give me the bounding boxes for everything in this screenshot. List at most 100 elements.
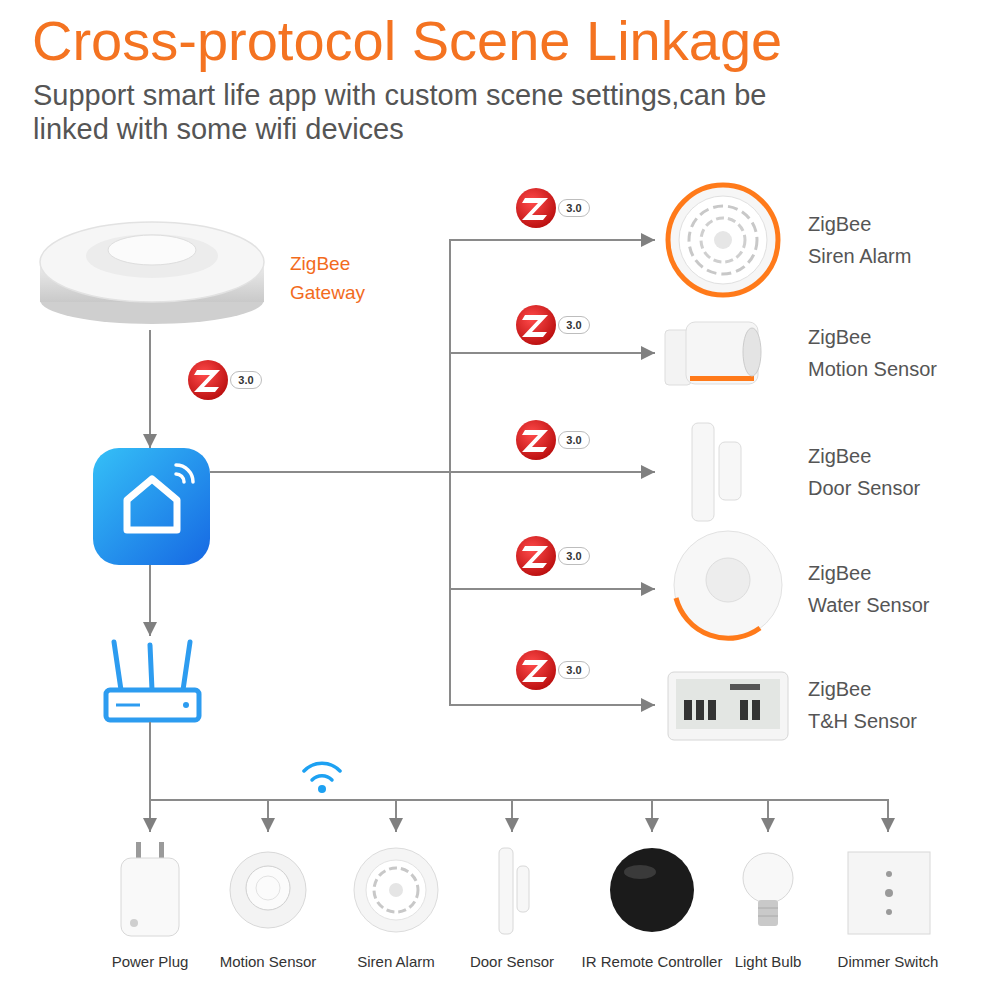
th-sensor-illustration bbox=[668, 672, 788, 740]
motion-illustration bbox=[256, 876, 280, 900]
device-label: Light Bulb bbox=[735, 952, 802, 972]
zigbee-device-node: ZigBee Water Sensor bbox=[655, 531, 955, 647]
device-label-line: ZigBee bbox=[808, 321, 937, 353]
app-icon bbox=[93, 448, 210, 565]
water-sensor-illustration bbox=[674, 531, 782, 639]
gateway-illustration bbox=[108, 235, 196, 265]
device-label-line: ZigBee bbox=[808, 208, 911, 240]
water-sensor-illustration bbox=[706, 558, 750, 602]
motion-illustration bbox=[230, 852, 306, 928]
siren-illustration bbox=[701, 218, 745, 262]
device-label-line: Siren Alarm bbox=[808, 245, 911, 267]
siren-illustration bbox=[679, 196, 767, 284]
connector-arrow bbox=[210, 472, 655, 589]
connector-arrow bbox=[149, 565, 151, 636]
dimmer-illustration bbox=[886, 909, 892, 915]
app-icon bbox=[176, 465, 193, 482]
gateway-illustration bbox=[86, 234, 218, 278]
zigbee-badge bbox=[516, 305, 556, 345]
protocol-version-label: 3.0 bbox=[558, 431, 590, 449]
app-icon bbox=[93, 448, 210, 565]
device-label: ZigBee Water Sensor bbox=[808, 557, 930, 621]
dimmer-illustration bbox=[848, 852, 930, 934]
device-label: Dimmer Switch bbox=[838, 952, 939, 972]
connector-arrow bbox=[150, 722, 888, 832]
zigbee-device-node: ZigBee Door Sensor bbox=[655, 414, 955, 530]
protocol-version-label: 3.0 bbox=[558, 316, 590, 334]
device-label: IR Remote Controller bbox=[582, 952, 723, 972]
wifi-device-node: Dimmer Switch bbox=[834, 832, 943, 972]
router-icon bbox=[106, 642, 199, 720]
bulb-illustration bbox=[743, 853, 793, 903]
zigbee-badge bbox=[522, 546, 548, 568]
device-label: Motion Sensor bbox=[220, 952, 317, 972]
zigbee-badge bbox=[522, 198, 548, 220]
router-icon bbox=[114, 642, 121, 690]
device-label-line: ZigBee bbox=[808, 557, 930, 589]
device-label: Power Plug bbox=[112, 952, 189, 972]
connector-arrow bbox=[150, 722, 768, 832]
th-sensor-illustration bbox=[684, 700, 692, 720]
router-icon bbox=[150, 645, 152, 690]
gateway-illustration bbox=[40, 222, 264, 324]
zigbee-badge bbox=[516, 188, 556, 228]
plug-illustration bbox=[130, 919, 138, 927]
door-sensor-illustration bbox=[692, 423, 741, 521]
protocol-version-label: 3.0 bbox=[558, 547, 590, 565]
wifi-symbol bbox=[312, 776, 332, 780]
water-sensor-illustration bbox=[676, 598, 760, 638]
device-label-line: ZigBee bbox=[808, 673, 917, 705]
gateway-node: ZigBee Gateway bbox=[40, 200, 375, 330]
door-illustration bbox=[499, 848, 513, 934]
siren-illustration bbox=[366, 860, 426, 920]
connector-arrow bbox=[210, 472, 655, 705]
zigbee-badge bbox=[516, 650, 556, 690]
device-label-line: Door Sensor bbox=[808, 477, 920, 499]
device-label: ZigBee Motion Sensor bbox=[808, 321, 937, 385]
zigbee-device-node: ZigBee T&H Sensor bbox=[655, 647, 955, 763]
router-icon bbox=[183, 642, 190, 690]
device-label: ZigBee T&H Sensor bbox=[808, 673, 917, 737]
zigbee-badge bbox=[516, 536, 556, 576]
th-sensor-illustration bbox=[708, 700, 716, 720]
door-illustration bbox=[517, 866, 529, 912]
connector-arrow bbox=[210, 353, 655, 472]
dimmer-illustration bbox=[885, 889, 893, 897]
siren-illustration bbox=[389, 883, 403, 897]
zigbee-badge bbox=[516, 420, 556, 460]
wifi-symbol bbox=[318, 785, 326, 793]
th-sensor-illustration bbox=[668, 672, 788, 740]
siren-illustration bbox=[668, 185, 778, 295]
dimmer-illustration bbox=[848, 852, 930, 934]
zigbee-badge bbox=[516, 536, 556, 576]
connector-arrow bbox=[150, 722, 268, 832]
app-node bbox=[93, 448, 210, 565]
door-sensor-illustration bbox=[692, 423, 714, 521]
door-illustration bbox=[499, 848, 529, 934]
router-icon bbox=[106, 690, 199, 720]
device-label-line: T&H Sensor bbox=[808, 710, 917, 732]
device-label: ZigBee Siren Alarm bbox=[808, 208, 911, 272]
th-sensor-illustration bbox=[752, 700, 760, 720]
connector-arrow bbox=[150, 722, 652, 832]
app-icon bbox=[127, 479, 177, 530]
app-icon bbox=[176, 474, 184, 482]
siren-illustration bbox=[668, 185, 778, 295]
motion-sensor-illustration bbox=[743, 328, 761, 376]
device-label: Siren Alarm bbox=[357, 952, 435, 972]
zigbee-badge bbox=[194, 370, 220, 392]
connector-arrow bbox=[210, 240, 655, 472]
zigbee-badge bbox=[516, 420, 556, 460]
device-label-line: Motion Sensor bbox=[808, 358, 937, 380]
protocol-version-label: 3.0 bbox=[558, 199, 590, 217]
motion-illustration bbox=[230, 852, 306, 928]
wifi-device-node: IR Remote Controller bbox=[578, 832, 727, 972]
th-sensor-illustration bbox=[740, 700, 748, 720]
gateway-illustration bbox=[40, 222, 264, 302]
connector-arrow bbox=[149, 330, 151, 448]
device-label-line: ZigBee bbox=[808, 440, 920, 472]
siren-illustration bbox=[714, 231, 732, 249]
subtitle: Support smart life app with custom scene… bbox=[33, 78, 793, 146]
plug-illustration bbox=[121, 858, 179, 936]
